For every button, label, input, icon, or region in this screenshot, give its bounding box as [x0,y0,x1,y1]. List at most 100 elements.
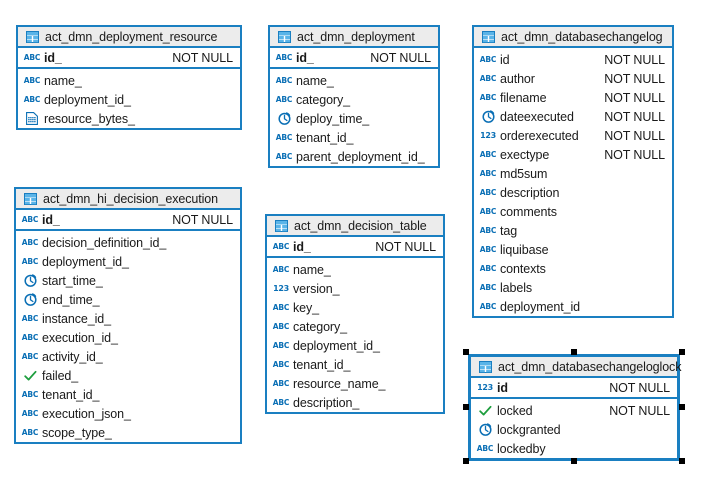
abc-icon: ABC [275,52,293,62]
column-name: filename [500,90,547,105]
column-name: start_time_ [42,273,103,288]
column-row[interactable]: resource_bytes_ [18,109,240,128]
abc-icon: ABC [272,302,290,312]
column-row[interactable]: failed_ [16,366,240,385]
column-name: md5sum [500,166,548,181]
column-name: name_ [296,73,334,88]
table-icon [478,360,492,374]
check-icon [478,404,492,418]
column-name: execution_json_ [42,406,131,421]
selection-handle[interactable] [571,349,577,355]
entity-header[interactable]: act_dmn_hi_decision_execution [16,189,240,210]
123-icon: 123 [477,382,493,392]
column-row[interactable]: end_time_ [16,290,240,309]
abc-icon: ABC [275,132,293,142]
table-icon [274,219,288,233]
selection-handle[interactable] [679,458,685,464]
entity-header[interactable]: act_dmn_databasechangeloglock [471,357,681,378]
selection-handle[interactable] [463,458,469,464]
column-name: decision_definition_id_ [42,235,167,250]
123-icon: 123 [273,283,289,293]
abc-icon: ABC [479,206,497,216]
entity-header[interactable]: act_dmn_databasechangelog [474,27,672,48]
abc-icon: ABC [21,256,39,266]
column-row[interactable]: lockgranted [471,420,677,439]
column-name: liquibase [500,242,549,257]
abc-icon: ABC [272,321,290,331]
column-row[interactable]: deploy_time_ [270,109,438,128]
column-name: deployment_id [500,299,581,314]
table-icon [23,192,37,206]
abc-icon: ABC [21,332,39,342]
entity-header[interactable]: act_dmn_deployment_resource [18,27,240,48]
selection-handle[interactable] [679,404,685,410]
abc-icon: ABC [479,282,497,292]
column-row[interactable]: start_time_ [16,271,240,290]
selection-handle[interactable] [463,349,469,355]
selection-handle[interactable] [571,458,577,464]
entity-title: act_dmn_databasechangelog [501,29,663,44]
selection-handle[interactable] [679,349,685,355]
not-null-flag: NOT NULL [604,52,665,67]
abc-icon: ABC [21,313,39,323]
column-name: tenant_id_ [42,387,100,402]
column-name: exectype [500,147,550,162]
selection-handle[interactable] [463,404,469,410]
column-row[interactable]: 123 version_ [267,279,443,298]
entity-header[interactable]: act_dmn_decision_table [267,216,443,237]
entity-header[interactable]: act_dmn_deployment [270,27,438,48]
column-name: version_ [293,281,340,296]
clock-icon [478,423,492,437]
not-null-flag: NOT NULL [604,90,665,105]
